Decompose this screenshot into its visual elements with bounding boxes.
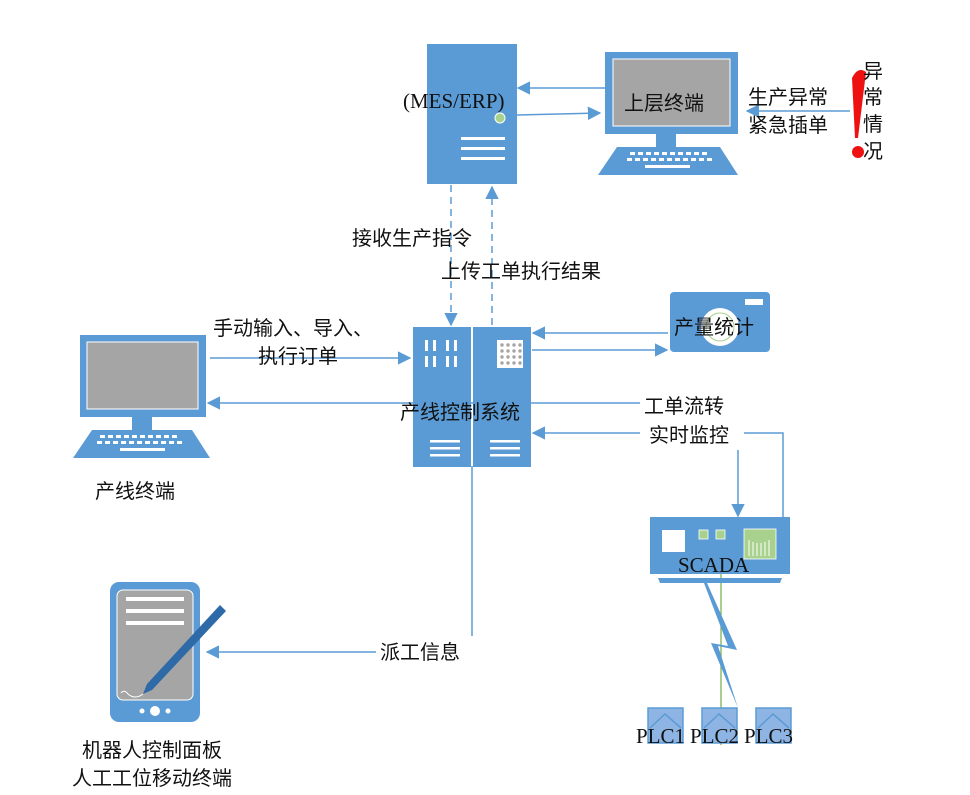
plc-1[interactable]: PLC1 — [636, 707, 685, 748]
exception-node[interactable]: 异 常 情 况 — [852, 59, 883, 163]
plc-2-label: PLC2 — [690, 724, 739, 748]
plc-3-label: PLC3 — [744, 724, 793, 748]
edge-label-bg — [376, 636, 476, 666]
upper-terminal[interactable]: 上层终端 — [598, 52, 738, 175]
edge-label-exception-line1: 生产异常 — [748, 85, 828, 109]
plc-3[interactable]: PLC3 — [744, 707, 793, 748]
exception-label-2: 常 — [863, 85, 883, 109]
edge-scada-to-line — [531, 426, 784, 517]
line-control-label: 产线控制系统 — [400, 400, 520, 424]
mobile-terminal[interactable]: 机器人控制面板 人工工位移动终端 — [72, 582, 232, 790]
scada-label: SCADA — [678, 553, 750, 577]
output-stats-label: 产量统计 — [674, 315, 754, 339]
mobile-terminal-label-2: 人工工位移动终端 — [72, 766, 232, 790]
camera-icon — [670, 292, 770, 352]
exception-label-1: 异 — [863, 59, 883, 83]
edge-label-line-to-mes: 上传工单执行结果 — [441, 259, 601, 283]
edge-mes-to-upper — [516, 106, 602, 121]
edge-label-exception-line2: 紧急插单 — [748, 113, 828, 137]
edge-label-bg — [640, 390, 744, 446]
plc-icon — [647, 707, 684, 744]
edge-label-scada-line2: 实时监控 — [649, 423, 729, 447]
edge-line-to-mobile — [205, 466, 473, 659]
edge-label-terminal-line2: 执行订单 — [258, 344, 338, 368]
edge-label-mes-to-line: 接收生产指令 — [352, 226, 472, 250]
line-terminal-label: 产线终端 — [95, 479, 175, 503]
line-control-system[interactable]: 产线控制系统 — [400, 327, 531, 467]
edge-label-line-to-mobile: 派工信息 — [380, 640, 460, 664]
server-icon — [427, 44, 517, 184]
scada-node[interactable]: SCADA — [650, 517, 790, 583]
exclamation-icon — [852, 70, 866, 158]
tablet-pen-icon — [110, 582, 226, 722]
mobile-terminal-label-1: 机器人控制面板 — [82, 738, 222, 762]
mes-erp-server[interactable]: (MES/ERP) — [403, 44, 517, 184]
edge-label-terminal-line1: 手动输入、导入、 — [213, 316, 373, 340]
mes-erp-label: (MES/ERP) — [403, 89, 505, 113]
output-stats[interactable]: 产量统计 — [670, 292, 770, 352]
exception-label-4: 况 — [863, 139, 883, 163]
plc-icon — [755, 707, 792, 744]
plc-icon — [701, 707, 738, 744]
wireless-lightning-icon — [704, 583, 738, 708]
desktop-computer-icon — [598, 52, 738, 175]
upper-terminal-label: 上层终端 — [624, 91, 704, 115]
plc-1-label: PLC1 — [636, 724, 685, 748]
exception-label-3: 情 — [863, 112, 883, 136]
desktop-computer-icon — [73, 335, 210, 458]
plc-2[interactable]: PLC2 — [690, 707, 739, 748]
network-switch-icon — [650, 517, 790, 583]
server-rack-icon — [413, 327, 531, 467]
edge-label-scada-line1: 工单流转 — [644, 394, 724, 418]
line-terminal[interactable]: 产线终端 — [73, 335, 210, 503]
